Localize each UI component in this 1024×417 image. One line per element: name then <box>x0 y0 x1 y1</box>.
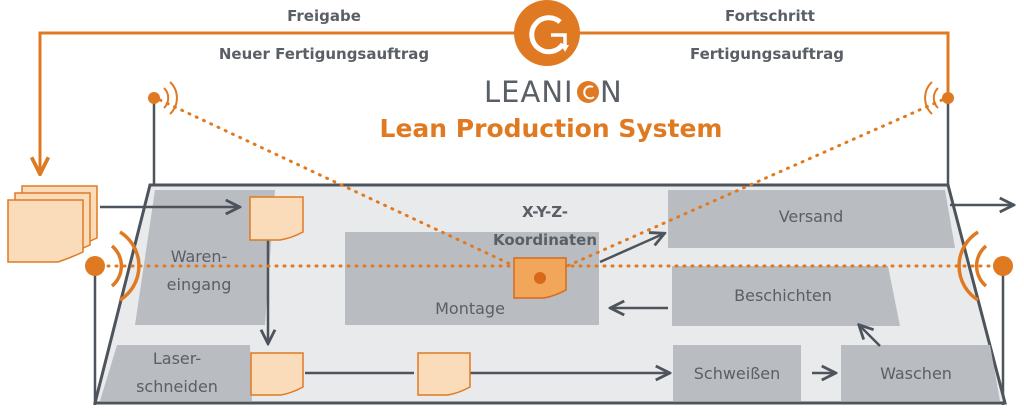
sensor-top-right <box>924 81 954 115</box>
new-order-label: Neuer Fertigungsauftrag <box>219 45 429 63</box>
zone-versand <box>668 190 955 248</box>
zone-beschichten <box>672 266 900 326</box>
order-document-transit <box>417 352 471 396</box>
order-document-wareneingang <box>249 196 304 241</box>
zone-wareneingang <box>135 190 275 325</box>
leanion-wordmark: LEANI <box>484 75 574 109</box>
flow-arrow-up-beschichten <box>860 326 881 347</box>
release-label: Freigabe <box>287 7 361 25</box>
order-label: Fertigungsauftrag <box>690 45 844 63</box>
leanion-o-icon <box>577 81 599 103</box>
sensor-mid-right <box>957 230 1013 302</box>
zone-label-wareneingang-1: Waren- <box>171 247 228 266</box>
zone-label-montage: Montage <box>435 299 505 318</box>
release-loop-line <box>40 31 520 172</box>
zone-waschen <box>841 345 1000 401</box>
zone-label-wareneingang-2: eingang <box>167 275 232 294</box>
zone-label-versand: Versand <box>779 207 844 226</box>
coordinates-label-line1: X-Y-Z- <box>522 203 568 221</box>
flow-arrow-to-versand <box>599 234 663 264</box>
zone-label-laser-2: schneiden <box>136 377 218 396</box>
order-document-located <box>513 257 567 299</box>
sensor-beam-top-right <box>538 98 944 280</box>
leanion-logo-icon <box>514 0 580 66</box>
coordinates-label-line2: Koordinaten <box>493 231 597 249</box>
sensor-mid-left <box>85 230 141 302</box>
zone-label-laser-1: Laser- <box>153 349 201 368</box>
zone-laserschneiden <box>100 345 252 401</box>
sensor-beam-top-left <box>158 98 542 280</box>
zone-label-schweissen: Schweißen <box>694 364 781 383</box>
sensor-top-left <box>148 81 178 115</box>
lean-production-system-title: Lean Production System <box>380 114 723 143</box>
order-document-laser <box>250 352 304 396</box>
order-document-stack <box>7 185 98 263</box>
zone-label-waschen: Waschen <box>880 364 952 383</box>
zone-label-beschichten: Beschichten <box>734 286 832 305</box>
zone-schweissen <box>673 345 801 401</box>
progress-loop-line <box>575 31 950 95</box>
leanion-wordmark-end: N <box>600 75 623 109</box>
progress-label: Fortschritt <box>725 7 815 25</box>
